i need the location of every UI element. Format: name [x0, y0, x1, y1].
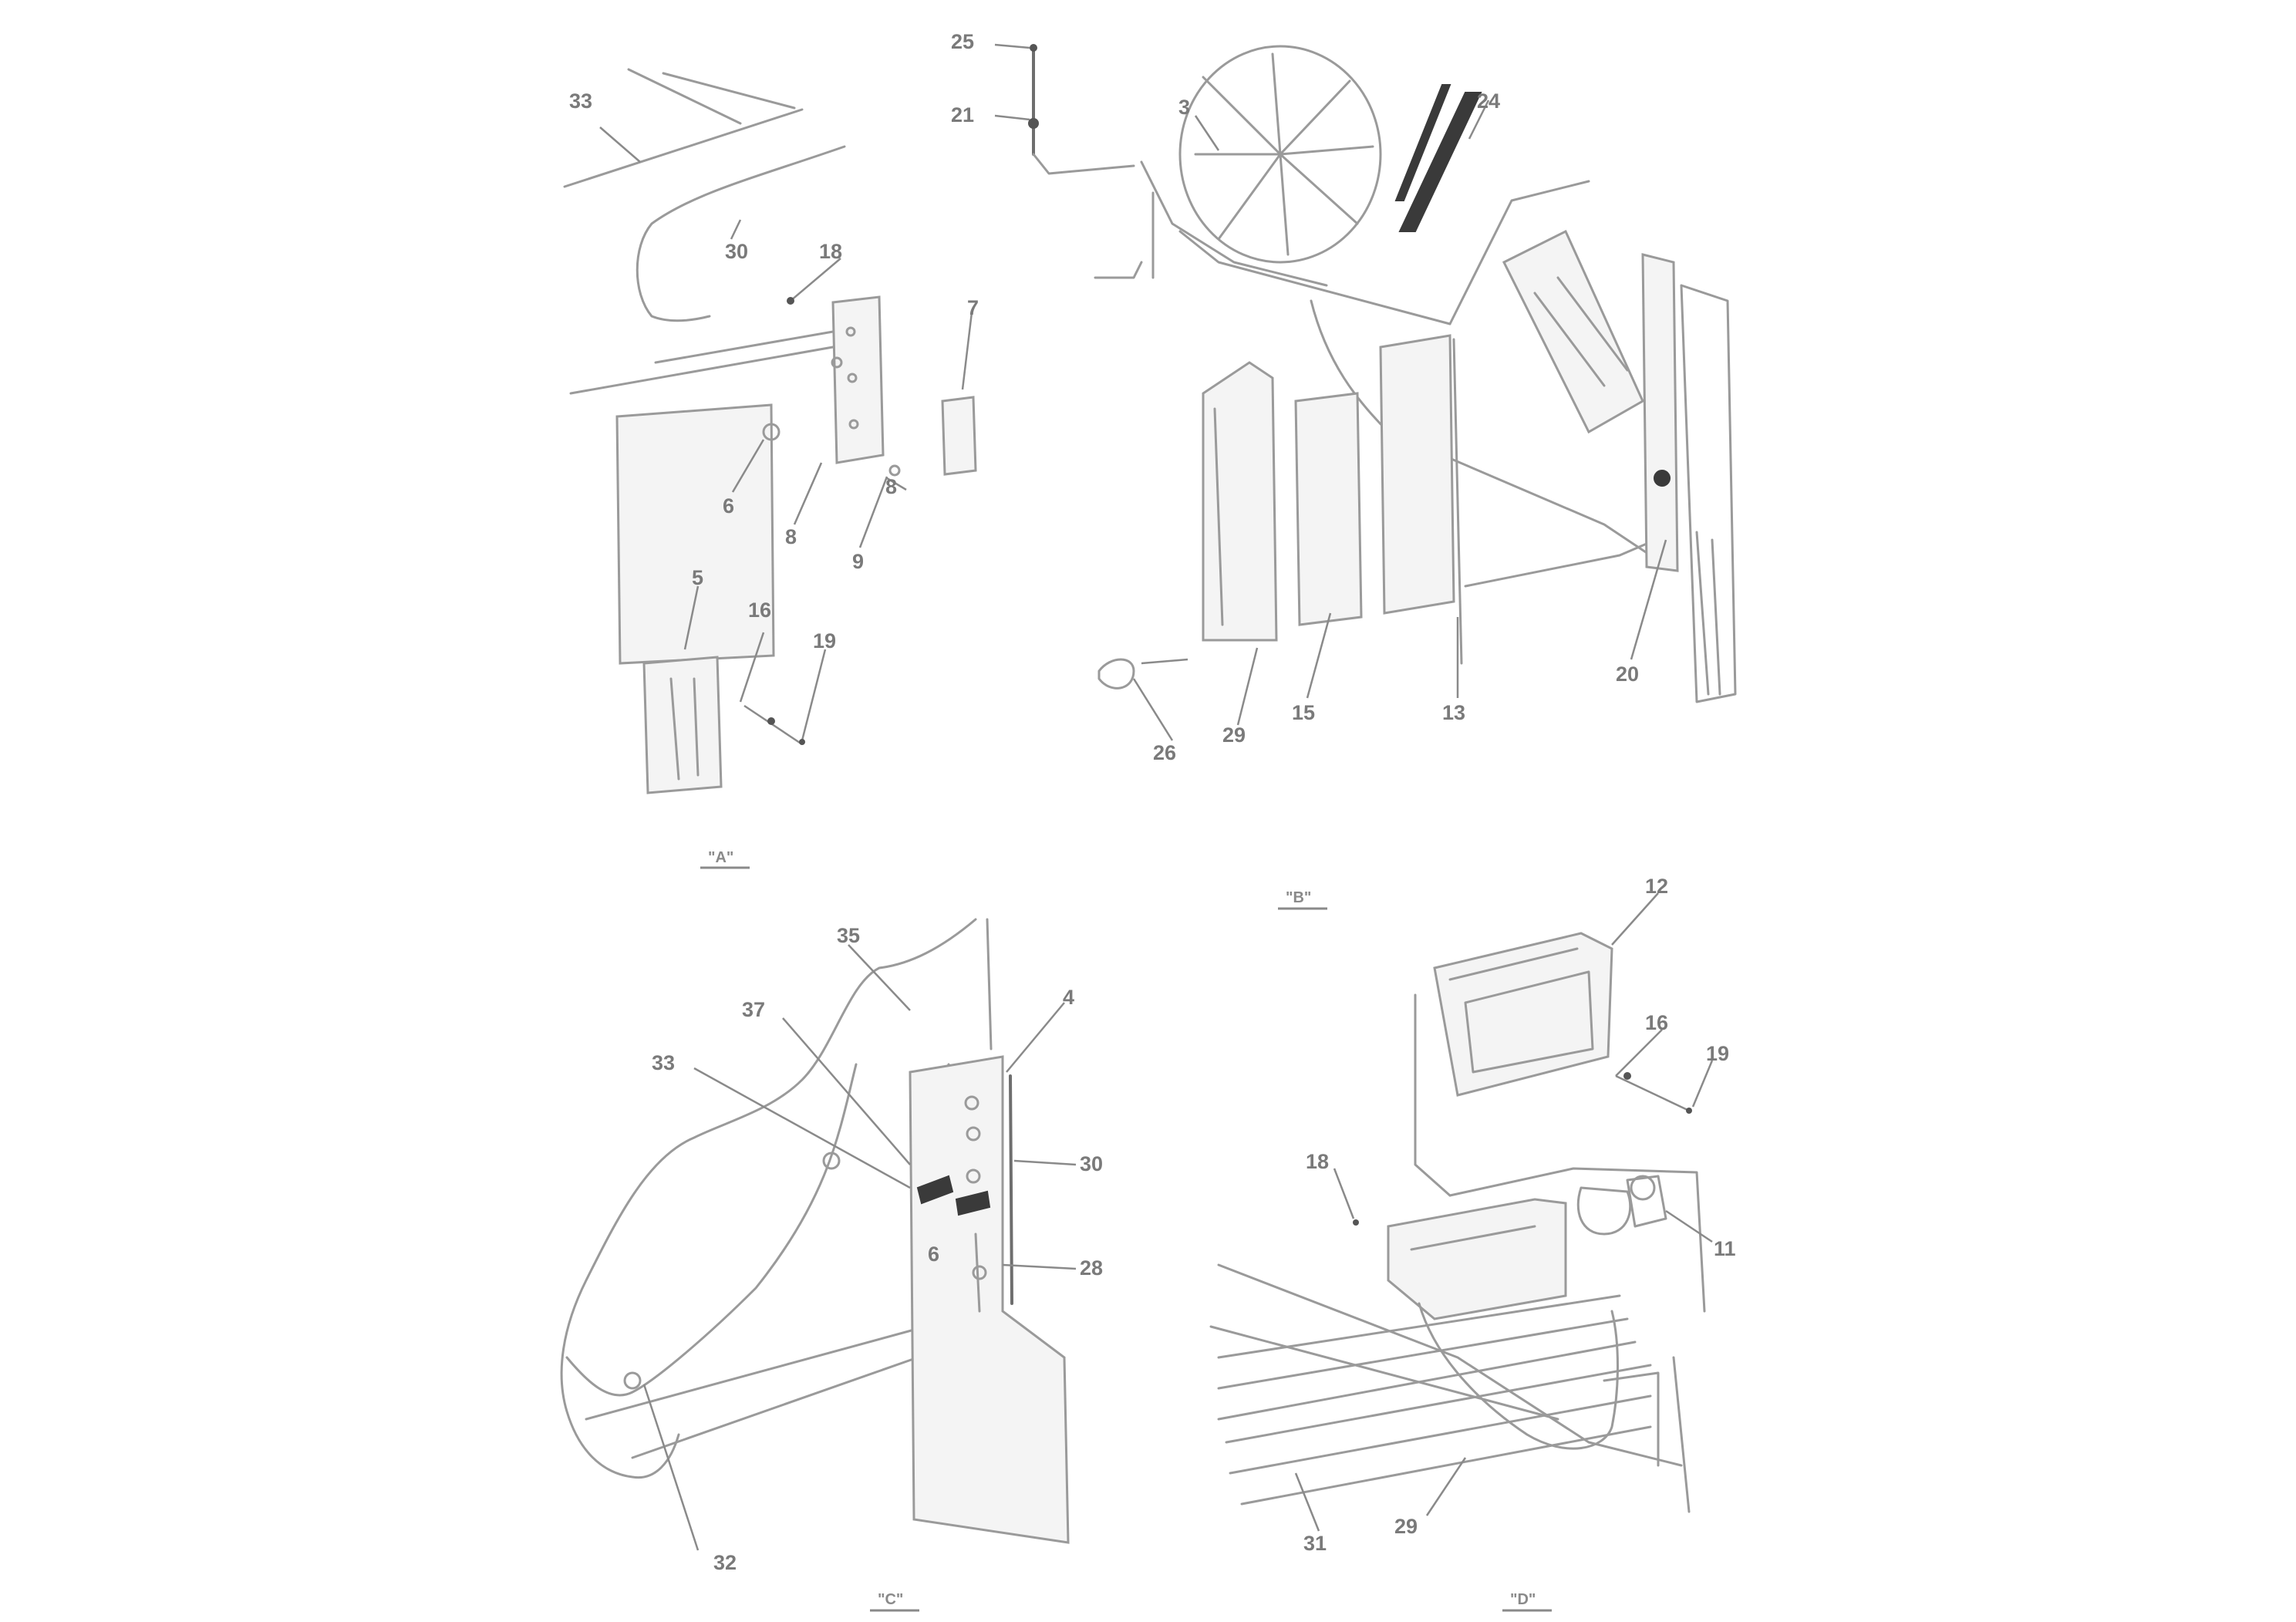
callout-c-32: 32: [713, 1551, 737, 1574]
callout-b-13: 13: [1442, 701, 1465, 724]
view-c-drawing: [560, 918, 1077, 1612]
view-a-drawing: [563, 68, 977, 869]
callout-a-19: 19: [813, 629, 836, 653]
callout-c-30: 30: [1080, 1152, 1103, 1175]
view-label-d: "D": [1510, 1591, 1536, 1608]
callout-c-6: 6: [928, 1243, 939, 1266]
callout-b-15: 15: [1292, 701, 1315, 724]
callout-a-16: 16: [748, 599, 771, 622]
callout-a-30: 30: [725, 240, 748, 263]
callout-b-20: 20: [1616, 663, 1639, 686]
callout-d-29: 29: [1394, 1515, 1418, 1538]
callout-c-28: 28: [1080, 1256, 1103, 1280]
callout-d-12: 12: [1645, 875, 1668, 898]
callout-a-33: 33: [569, 89, 592, 113]
callout-c-33: 33: [652, 1051, 675, 1074]
callout-b-25: 25: [951, 30, 974, 53]
callout-a-8-right: 8: [885, 475, 897, 498]
callout-d-31: 31: [1303, 1532, 1327, 1555]
view-d-drawing: [1209, 892, 1714, 1612]
callout-c-37: 37: [742, 998, 765, 1021]
callout-a-5: 5: [692, 566, 703, 589]
callout-b-3: 3: [1178, 96, 1190, 119]
callout-b-24: 24: [1477, 89, 1500, 113]
callout-c-4: 4: [1063, 986, 1074, 1009]
callout-b-29: 29: [1222, 723, 1246, 747]
callout-a-8: 8: [785, 525, 797, 548]
callout-a-7: 7: [967, 296, 979, 319]
callout-d-19: 19: [1706, 1042, 1729, 1065]
callout-a-18: 18: [819, 240, 842, 263]
callout-d-11: 11: [1714, 1237, 1736, 1260]
view-label-a: "A": [708, 849, 733, 866]
view-label-c: "C": [878, 1591, 903, 1608]
callout-b-21: 21: [951, 103, 974, 126]
view-label-b: "B": [1286, 889, 1311, 906]
view-b-drawing: [994, 43, 1737, 910]
callout-a-6: 6: [723, 494, 734, 518]
callout-c-35: 35: [837, 924, 860, 947]
callout-a-9: 9: [852, 550, 864, 573]
callout-d-18: 18: [1306, 1150, 1329, 1173]
callout-b-26: 26: [1153, 741, 1176, 764]
callout-d-16: 16: [1645, 1011, 1668, 1034]
